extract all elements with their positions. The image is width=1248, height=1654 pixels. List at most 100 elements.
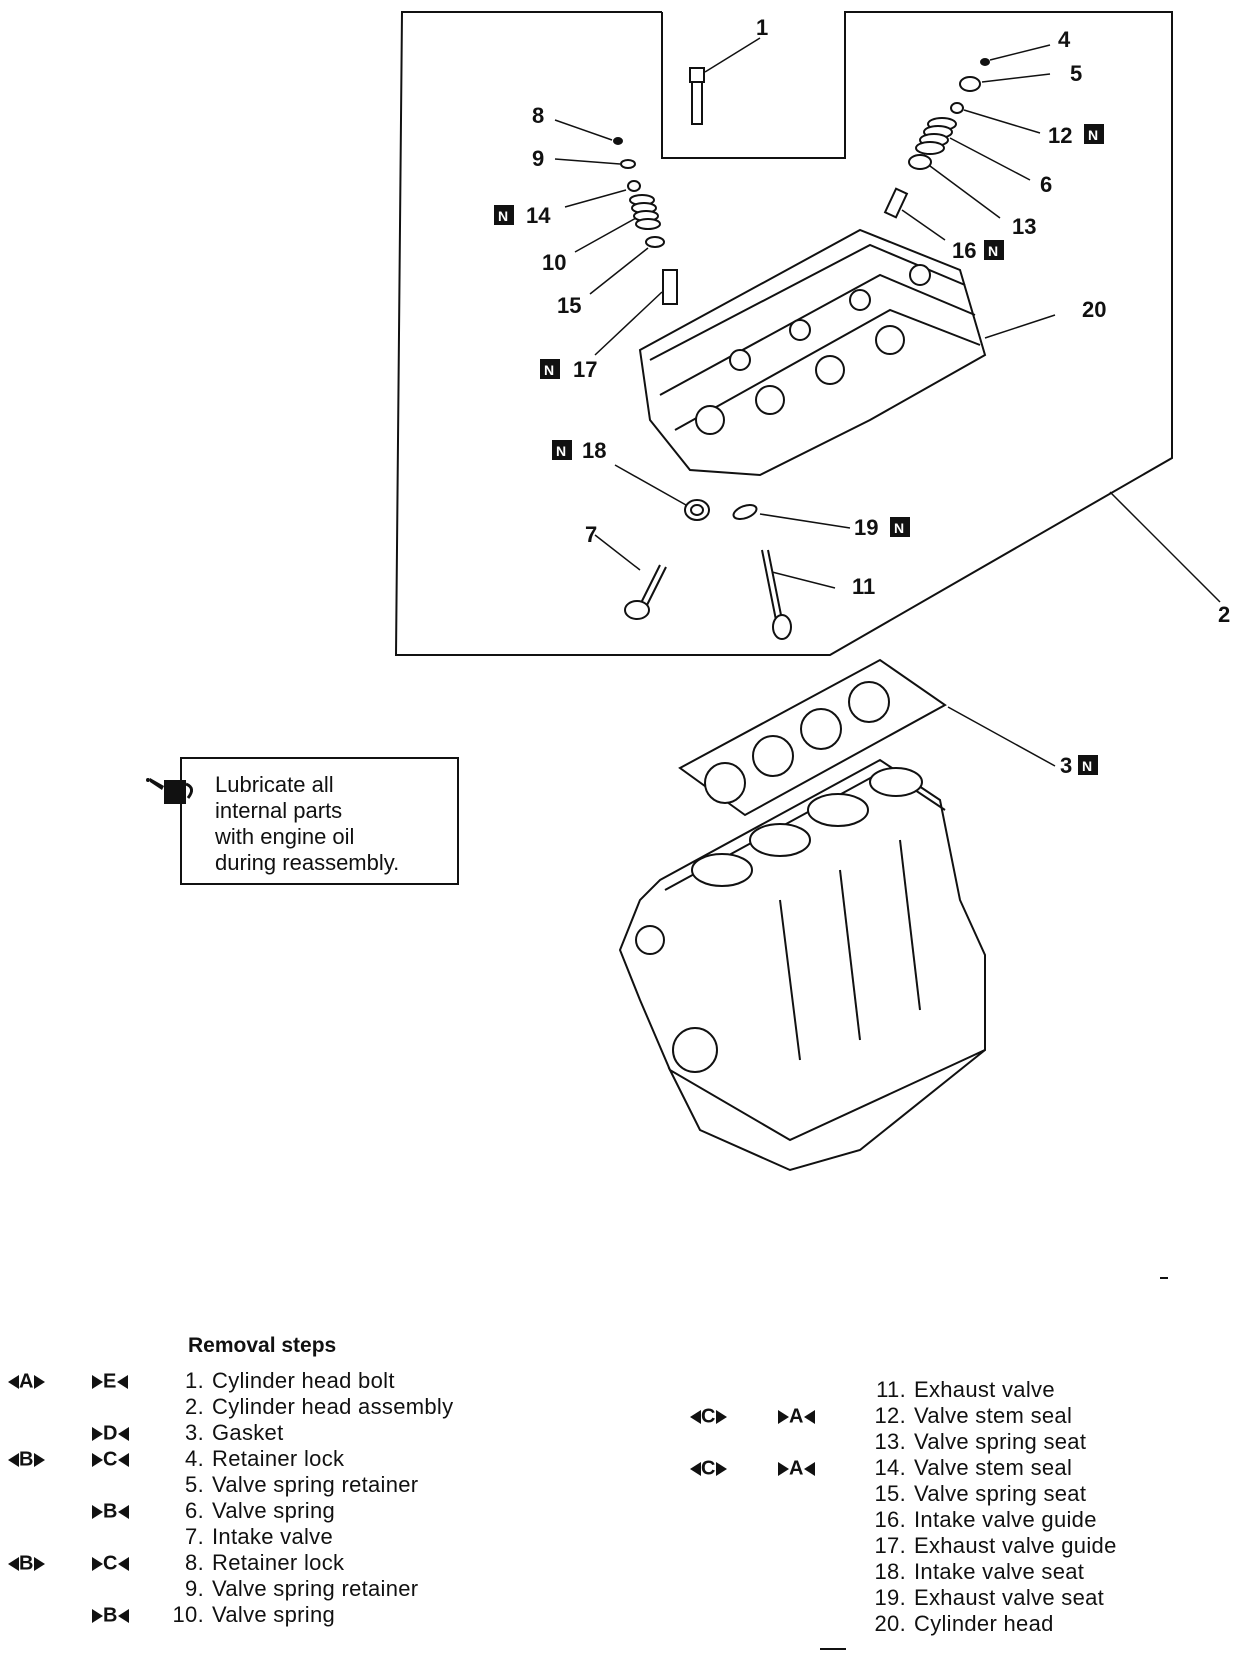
new-part-marks: N N N N N N N	[494, 124, 1104, 775]
callout-15: 15	[557, 293, 581, 318]
callout-17: 17	[573, 357, 597, 382]
step-number: 2.	[185, 1394, 204, 1419]
callout-6: 6	[1040, 172, 1052, 197]
lube-line: during reassembly.	[215, 850, 400, 875]
callout-4: 4	[1058, 27, 1071, 52]
step-text: Intake valve seat	[914, 1559, 1085, 1584]
removal-step: 9.Valve spring retainer	[168, 1576, 453, 1602]
svg-text:N: N	[1082, 758, 1092, 774]
reassembly-service-mark: B	[92, 1501, 129, 1522]
step-number: 19.	[874, 1585, 906, 1610]
step-number: 4.	[185, 1446, 204, 1471]
step-text: Intake valve	[212, 1524, 334, 1549]
new-mark-12: N	[1084, 124, 1104, 144]
step-text: Cylinder head assembly	[212, 1394, 454, 1419]
new-mark-18: N	[552, 440, 572, 460]
left-leaders	[554, 119, 687, 571]
callout-3: 3	[1060, 753, 1072, 778]
removal-step: 2. Cylinder head assembly	[168, 1394, 453, 1420]
removal-step: 20. Cylinder head	[870, 1611, 1117, 1637]
svg-text:N: N	[556, 443, 566, 459]
svg-text:N: N	[894, 520, 904, 536]
step-text: Retainer lock	[212, 1550, 345, 1575]
callout-1: 1	[756, 15, 768, 40]
reassembly-service-mark: E	[92, 1371, 128, 1392]
callout-16: 16	[952, 238, 976, 263]
step-text: Exhaust valve seat	[914, 1585, 1105, 1610]
callout-20: 20	[1082, 297, 1106, 322]
removal-step: C A 12. Valve stem seal	[690, 1403, 1117, 1429]
cylinder-head-bolt-shape	[689, 67, 705, 125]
callout-14: 14	[526, 203, 551, 228]
step-text: Cylinder head	[914, 1611, 1054, 1636]
new-mark-16: N	[984, 240, 1004, 260]
disassembly-service-mark: C	[690, 1406, 727, 1427]
callout-11: 11	[852, 574, 875, 599]
right-leaders	[901, 44, 1056, 339]
removal-step: 15.Valve spring seat	[870, 1481, 1117, 1507]
new-mark-17: N	[540, 359, 560, 379]
step-text: Valve stem seal	[914, 1455, 1073, 1480]
callout-10: 10	[542, 250, 566, 275]
step-text: Valve stem seal	[914, 1403, 1073, 1428]
callout-18: 18	[582, 438, 606, 463]
removal-step: 5.Valve spring retainer	[168, 1472, 453, 1498]
removal-step: 13.Valve spring seat	[870, 1429, 1117, 1455]
step-text: Gasket	[212, 1420, 284, 1445]
reassembly-service-mark: C	[92, 1553, 129, 1574]
new-mark-19: N	[890, 517, 910, 537]
callout-5: 5	[1070, 61, 1082, 86]
new-mark-3: N	[1078, 755, 1098, 775]
head-gasket-shape	[678, 658, 947, 817]
removal-step: 18.Intake valve seat	[870, 1559, 1117, 1585]
reassembly-service-mark: D	[92, 1423, 129, 1444]
step-number: 20.	[874, 1611, 906, 1636]
lube-line: with engine oil	[215, 824, 355, 849]
step-text: Valve spring	[212, 1498, 336, 1523]
step-text: Intake valve guide	[914, 1507, 1097, 1532]
stray-mark	[1160, 1277, 1168, 1279]
cylinder-head-shape	[638, 228, 987, 477]
callout-9: 9	[532, 146, 544, 171]
new-mark-14: N	[494, 205, 514, 225]
exhaust-valve-train-shapes	[883, 58, 990, 219]
callout-12: 12	[1048, 123, 1072, 148]
step-number: 11.	[876, 1377, 906, 1402]
removal-steps-title: Removal steps	[188, 1334, 337, 1357]
step-number: 6.	[185, 1498, 204, 1523]
footer-dash	[820, 1648, 846, 1650]
removal-step: 19. Exhaust valve seat	[870, 1585, 1117, 1611]
reassembly-service-mark: A	[778, 1406, 815, 1427]
step-number: 10.	[172, 1602, 204, 1627]
lower-leaders	[759, 513, 1056, 767]
step-number: 8.	[185, 1550, 204, 1575]
step-number: 9.	[185, 1576, 204, 1601]
removal-step: B 6. Valve spring	[92, 1498, 453, 1524]
step-text: Exhaust valve guide	[914, 1533, 1117, 1558]
valves-and-seats-shapes	[624, 499, 792, 640]
lube-line: Lubricate all	[215, 772, 334, 797]
lubricate-note-box	[180, 757, 459, 885]
intake-valve-train-shapes	[613, 137, 678, 305]
removal-step: 17.Exhaust valve guide	[870, 1533, 1117, 1559]
step-text: Retainer lock	[212, 1446, 345, 1471]
callout-8: 8	[532, 103, 544, 128]
step-text: Valve spring seat	[914, 1481, 1087, 1506]
callout-2: 2	[1218, 602, 1230, 627]
step-number: 12.	[874, 1403, 906, 1428]
reassembly-service-mark: A	[778, 1458, 815, 1479]
step-text: Valve spring seat	[914, 1429, 1087, 1454]
svg-text:N: N	[498, 208, 508, 224]
step-number: 5.	[185, 1472, 204, 1497]
step-text: Exhaust valve	[914, 1377, 1055, 1402]
step-text: Cylinder head bolt	[212, 1368, 395, 1393]
step-number: 14.	[874, 1455, 906, 1480]
svg-text:N: N	[1088, 127, 1098, 143]
lube-line: internal parts	[215, 798, 343, 823]
